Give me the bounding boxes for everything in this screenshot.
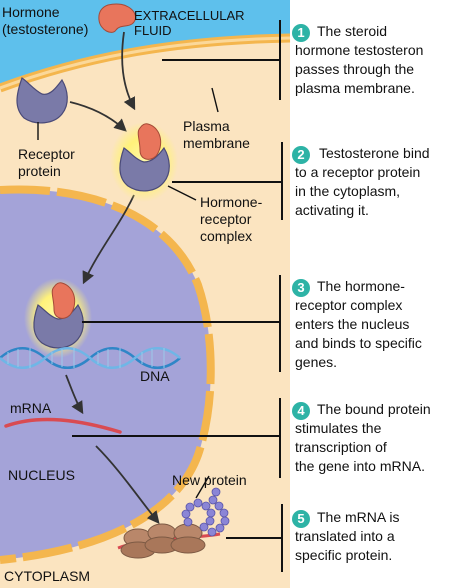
nuclear-envelope bbox=[0, 185, 215, 564]
step-3-badge: 3 bbox=[292, 279, 310, 297]
complex-hormone bbox=[137, 123, 162, 160]
hormone-receptor-complex-label: Hormone- receptor complex bbox=[200, 194, 263, 244]
nucleus-label: NUCLEUS bbox=[8, 467, 75, 483]
nuclear-complex-hormone bbox=[51, 282, 76, 319]
mrna-label: mRNA bbox=[10, 400, 52, 416]
leader-plasma-membrane bbox=[211, 87, 219, 113]
dna-strand-2 bbox=[0, 347, 181, 369]
mrna-strand bbox=[4, 417, 122, 434]
step-1-text: The steroid hormone testosteron passes t… bbox=[295, 23, 424, 96]
arrow-transcription bbox=[65, 374, 84, 415]
step-connectors bbox=[72, 20, 283, 572]
cytoplasm-label: CYTOPLASM bbox=[4, 568, 91, 584]
new-protein-label: New protein bbox=[172, 472, 247, 488]
dna-base-pairs bbox=[7, 348, 165, 368]
step-5-text: The mRNA is translated into a specific p… bbox=[295, 509, 400, 563]
step-1-badge: 1 bbox=[292, 24, 310, 42]
receptor-protein-label: Receptor protein bbox=[18, 146, 75, 179]
arrow-translation bbox=[95, 445, 160, 524]
new-protein-chain bbox=[181, 487, 230, 537]
arrow-complex-enters-nucleus bbox=[82, 194, 135, 285]
arrow-hormone-enters bbox=[121, 31, 136, 111]
leader-new-protein bbox=[195, 475, 210, 499]
step-2-text: Testosterone bind to a receptor protein … bbox=[295, 145, 430, 218]
ribosomes bbox=[120, 523, 206, 559]
extracellular-fluid-label: EXTRACELLULAR FLUID bbox=[134, 8, 245, 38]
step-2-badge: 2 bbox=[292, 146, 310, 164]
arrow-receptor-binds bbox=[69, 101, 127, 132]
step-5-badge: 5 bbox=[292, 510, 310, 528]
leader-complex bbox=[167, 185, 197, 201]
dna-label: DNA bbox=[140, 368, 170, 384]
hormone-label: Hormone (testosterone) bbox=[2, 4, 89, 37]
step-4-text: The bound protein stimulates the transcr… bbox=[295, 401, 431, 474]
complex-receptor bbox=[119, 146, 170, 192]
hormone-molecule bbox=[98, 3, 136, 33]
plasma-membrane-label: Plasma membrane bbox=[183, 118, 250, 151]
step-3-text: The hormone- receptor complex enters the… bbox=[295, 278, 422, 370]
receptor-protein bbox=[16, 77, 68, 124]
plasma-membrane-inner bbox=[0, 36, 291, 90]
step-4-badge: 4 bbox=[292, 402, 310, 420]
